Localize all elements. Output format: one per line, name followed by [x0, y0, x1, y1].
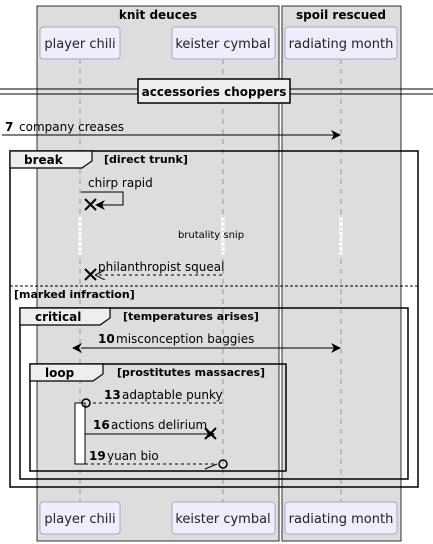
participant-label: radiating month [289, 37, 394, 52]
participant-radiating-month-top[interactable] [284, 26, 398, 60]
fragment-tab [9, 150, 93, 169]
delay-marker [78, 216, 343, 255]
destroy-icon [84, 198, 97, 211]
fragment-critical [19, 307, 409, 480]
fragment-else-guard: [marked infraction] [14, 288, 135, 301]
message-number: 7 [5, 120, 13, 134]
fragment-keyword: critical [35, 310, 81, 324]
participant-keister-cymbal-bottom[interactable] [171, 501, 276, 535]
message-number: 16 [93, 418, 110, 432]
participant-label: radiating month [289, 512, 394, 527]
fragment-break [9, 150, 419, 488]
message-label: misconception baggies [116, 332, 254, 346]
participant-radiating-month-bottom[interactable] [284, 501, 398, 535]
activation-bar [74, 402, 86, 465]
participant-player-chili-top[interactable] [39, 26, 121, 60]
participant-label: keister cymbal [175, 37, 270, 52]
arrow-head-icon [204, 463, 218, 470]
fragment-guard: [temperatures arises] [123, 310, 259, 323]
participant-keister-cymbal-top[interactable] [171, 26, 276, 60]
box-knit-deuces-title: knit deuces [119, 8, 197, 22]
participant-label: player chili [44, 37, 115, 52]
fragment-keyword: loop [45, 366, 75, 380]
destroy-icon [84, 268, 97, 281]
message-label: adaptable punky [122, 388, 223, 402]
message-label: yuan bio [107, 449, 159, 463]
fragment-guard: [direct trunk] [104, 153, 188, 166]
self-message-arrow [81, 191, 124, 210]
participant-player-chili-bottom[interactable] [39, 501, 121, 535]
destroy-icon [204, 427, 217, 440]
fragment-tab [29, 363, 104, 382]
fragment-keyword: break [24, 153, 64, 167]
message-label: chirp rapid [88, 176, 153, 190]
message-number: 13 [104, 388, 121, 402]
participant-label: keister cymbal [175, 512, 270, 527]
message-number: 19 [89, 449, 106, 463]
lost-circle-icon [218, 459, 228, 469]
delay-label: brutality snip [178, 230, 244, 241]
message-number: 10 [98, 332, 115, 346]
participant-label: player chili [44, 512, 115, 527]
fragment-tab [19, 307, 111, 326]
message-label: actions delirium [111, 418, 207, 432]
fragment-guard: [prostitutes massacres] [117, 366, 265, 379]
box-spoil-rescued-title: spoil rescued [296, 8, 386, 22]
divider: accessories choppers [0, 78, 433, 104]
found-circle-icon [81, 398, 91, 408]
divider-label: accessories choppers [142, 85, 287, 99]
fragment-loop [29, 363, 287, 472]
message-label: philanthropist squeal [98, 260, 224, 274]
message-label: company creases [19, 120, 124, 134]
